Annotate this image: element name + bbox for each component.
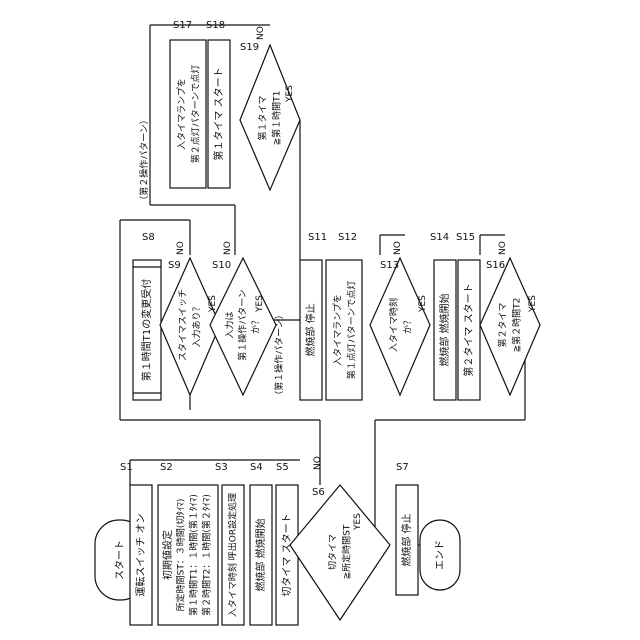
s10-label: S10 [212, 260, 231, 271]
end-label: エンド [435, 540, 446, 570]
s6-label: S6 [312, 487, 325, 498]
s5-label: S5 [276, 462, 289, 473]
decision-s16: 第２タイマ ≧第２時間T2 S16 NO YES [480, 241, 540, 395]
s12-label: S12 [338, 232, 357, 243]
s6-no: NO [313, 456, 323, 470]
s13-label: S13 [380, 260, 399, 271]
decision-s9: スタイマスイッチ 入力あり？ S9 NO YES [160, 241, 220, 395]
s15-label: S15 [456, 232, 475, 243]
step-s4: 燃焼部 燃焼開始 S4 [250, 462, 272, 625]
s9-label: S9 [168, 260, 181, 271]
s13-no: NO [393, 241, 403, 255]
s6-line2: ≧所定時間ST [341, 524, 353, 579]
pattern1-label: （第１操作パターン） [273, 310, 285, 400]
step-s17: 入タイマランプを 第２点灯パターンで点灯 S17 [170, 20, 206, 188]
s16-line1: 第２タイマ [497, 302, 509, 347]
s16-no: NO [498, 241, 508, 255]
step-s11: 燃焼部 停止 S11 [300, 232, 327, 400]
step-s15: 第２タイマ スタート S15 [456, 232, 480, 400]
s4-text: 燃焼部 燃焼開始 [254, 518, 267, 591]
s9-no: NO [176, 241, 186, 255]
s11-label: S11 [308, 232, 327, 243]
s10-line2: 第１操作パターン [237, 289, 249, 361]
s9-line1: スタイマスイッチ [178, 289, 189, 361]
s8-label: S8 [142, 232, 155, 243]
s10-line1: 入力は [224, 311, 236, 338]
s15-text: 第２タイマ スタート [462, 283, 475, 376]
s2-label: S2 [160, 462, 173, 473]
step-s12: 入タイマランプを 第１点灯パターンで点灯 S12 [326, 232, 362, 400]
s3-label: S3 [215, 462, 228, 473]
s6-line1: 切タイマ [328, 534, 339, 570]
s17-label: S17 [173, 20, 192, 31]
start-label: スタート [114, 540, 126, 580]
s1-label: S1 [120, 462, 133, 473]
s19-no: NO [256, 26, 266, 40]
decision-s10: 入力は 第１操作パターン か？ S10 NO YES [210, 241, 276, 395]
s11-text: 燃焼部 停止 [304, 303, 317, 356]
s13-line1: 入タイマ時刻 [388, 298, 400, 352]
s10-yes: YES [255, 295, 265, 313]
step-s7: 燃焼部 停止 S7 [396, 462, 418, 595]
s19-line1: 第１タイマ [257, 95, 269, 140]
s19-line2: ≧第１時間T1 [271, 91, 283, 146]
s14-label: S14 [430, 232, 449, 243]
s19-label: S19 [240, 42, 259, 53]
s2-line3: 第１時間T1：１時間(第１ﾀｲﾏ) [188, 494, 200, 616]
s16-line2: ≧第２時間T2 [511, 298, 523, 353]
pattern2-label: （第２操作パターン） [138, 115, 150, 205]
s2-line4: 第２時間T2：１時間(第２ﾀｲﾏ) [201, 494, 213, 616]
end-terminal: エンド [420, 520, 460, 590]
step-s18: 第１タイマ スタート S18 [206, 20, 230, 188]
s14-text: 燃焼部 燃焼開始 [438, 293, 451, 366]
s16-yes: YES [528, 295, 538, 313]
s12-line1: 入タイマランプを [333, 294, 344, 366]
s9-yes: YES [208, 295, 218, 313]
s18-text: 第１タイマ スタート [212, 67, 225, 160]
s3-text: 入タイマ時刻 呼出OR設定処理 [227, 493, 239, 617]
s18-label: S18 [206, 20, 225, 31]
decision-s19: 第１タイマ ≧第１時間T1 S19 NO YES [240, 26, 300, 190]
decision-s13: 入タイマ時刻 か？ S13 NO YES [370, 241, 430, 395]
s7-text: 燃焼部 停止 [400, 513, 413, 566]
s17-line2: 第２点灯パターンで点灯 [190, 65, 202, 164]
s17-line1: 入タイマランプを [177, 78, 188, 150]
step-s14: 燃焼部 燃焼開始 S14 [430, 232, 456, 400]
step-s2: 初期値設定 所定時間ST：３時間(切ﾀｲﾏ) 第１時間T1：１時間(第１ﾀｲﾏ)… [158, 462, 218, 625]
s2-line1: 初期値設定 [161, 530, 174, 580]
s10-line3: か？ [251, 316, 262, 334]
s1-text: 運転スイッチ オン [135, 513, 147, 596]
s9-line2: 入力あり？ [191, 302, 203, 347]
s13-yes: YES [418, 295, 428, 313]
s8-text: 第１時間T1の変更受付 [140, 279, 153, 381]
s12-line2: 第１点灯パターンで点灯 [346, 281, 358, 380]
s13-line2: か？ [403, 316, 414, 334]
s7-label: S7 [396, 462, 409, 473]
s16-label: S16 [486, 260, 505, 271]
step-s8: 第１時間T1の変更受付 S8 [133, 232, 161, 400]
s6-yes: YES [353, 513, 363, 531]
s10-no: NO [223, 241, 233, 255]
step-s3: 入タイマ時刻 呼出OR設定処理 S3 [215, 462, 244, 625]
s2-line2: 所定時間ST：３時間(切ﾀｲﾏ) [175, 499, 187, 612]
s19-yes: YES [285, 85, 295, 103]
s5-text: 切タイマ スタート [281, 513, 293, 596]
s4-label: S4 [250, 462, 263, 473]
